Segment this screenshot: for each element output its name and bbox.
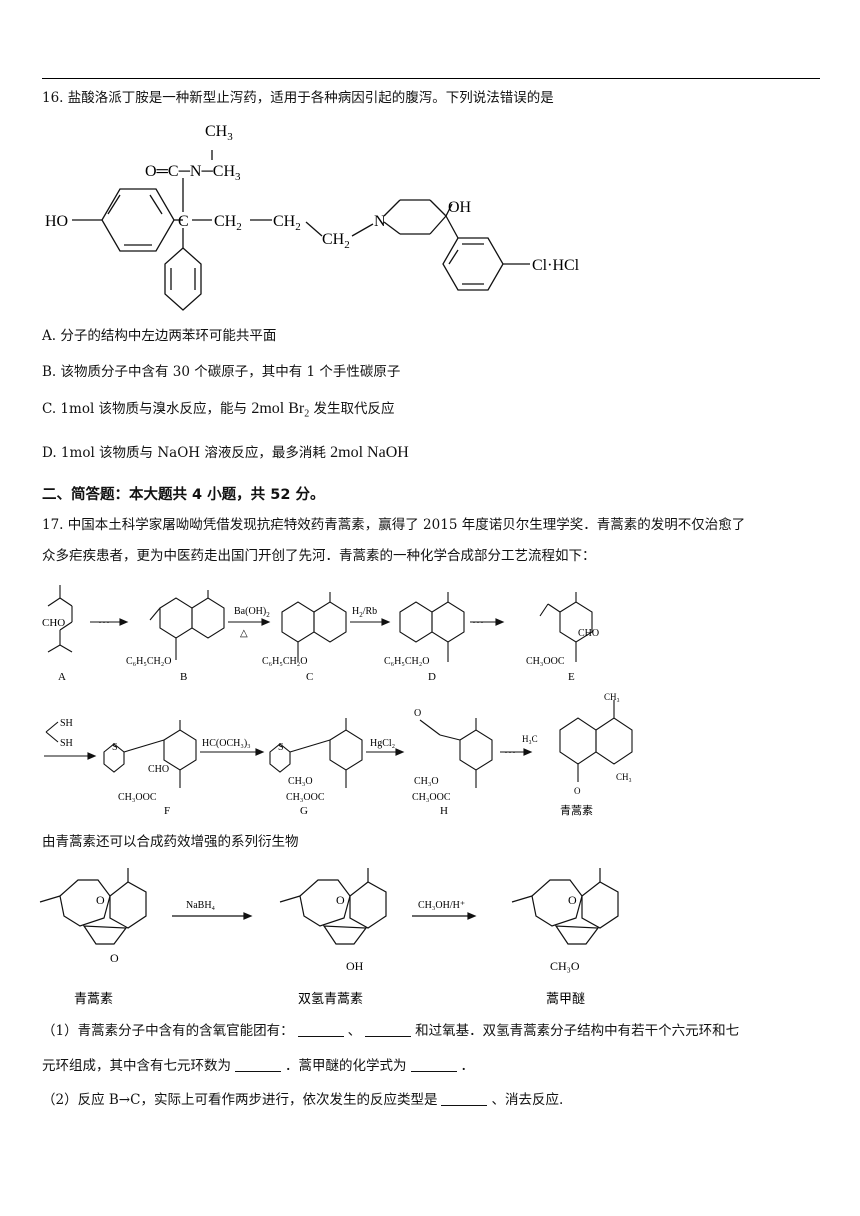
g-ch3o: CH₃O xyxy=(288,776,313,787)
q17-sub1-line2: 元环组成，其中含有七元环数为．蒿甲醚的化学式为． xyxy=(42,1057,474,1074)
answer-blank-3[interactable] xyxy=(235,1057,281,1072)
b-bn-ether: C₆H₅CH₂O xyxy=(126,656,171,667)
f-s-label: S xyxy=(112,742,118,753)
cl-hcl-label: Cl·HCl xyxy=(532,257,580,274)
h-ester: CH₃OOC xyxy=(412,792,451,803)
reagent-nabh4: NaBH₄ xyxy=(186,900,216,911)
label-f: F xyxy=(164,805,170,817)
dha-o: O xyxy=(336,893,345,907)
reagent-fg: HC(OCH₃)₃ xyxy=(202,738,251,749)
dots-de: ··· xyxy=(472,615,484,629)
ch2-a-label: CH2 xyxy=(214,213,242,233)
q17-sub2: （2）反应 B→C，实际上可看作两步进行，依次发生的反应类型是、消去反应. xyxy=(42,1091,564,1108)
dha-oh: OH xyxy=(346,959,364,973)
a-cho-label: CHO xyxy=(42,617,65,629)
reagent-bc: Ba(OH)2 xyxy=(234,606,270,619)
label-c: C xyxy=(306,671,313,683)
label-e: E xyxy=(568,671,575,683)
artemether-o: O xyxy=(568,893,577,907)
d-bn-ether: C₆H₅CH₂O xyxy=(384,656,429,667)
f-cho: CHO xyxy=(148,764,169,775)
oh-label: OH xyxy=(448,199,472,216)
reagent-cd: H2/Rb xyxy=(352,606,377,619)
answer-blank-4[interactable] xyxy=(410,1057,457,1072)
q17-intro-line2: 众多疟疾患者，更为中医药走出国门开创了先河．青蒿素的一种化学合成部分工艺流程如下… xyxy=(42,548,596,564)
ch3-top-label: CH3 xyxy=(205,123,233,143)
section-title: 二、简答题：本大题共 4 小题，共 52 分。 xyxy=(42,487,325,503)
art3-o1: O xyxy=(96,893,105,907)
label-b: B xyxy=(180,671,187,683)
h-ch3o: CH₃O xyxy=(414,776,439,787)
e-ester: CH₃OOC xyxy=(526,656,565,667)
art3-o2: O xyxy=(110,951,119,965)
art-ch3-right: CH₃ xyxy=(616,772,632,782)
sh-bottom: SH xyxy=(60,738,73,749)
reagent-ch3oh: CH₃OH/H⁺ xyxy=(418,900,465,911)
option-d: D. 1mol 该物质与 NaOH 溶液反应，最多消耗 2mol NaOH xyxy=(42,444,409,461)
artemether-och3: CH₃O xyxy=(550,959,580,973)
dots-ab: ··· xyxy=(98,615,110,629)
g-s-label: S xyxy=(278,742,284,753)
ch2-c-label: CH2 xyxy=(322,231,350,251)
synthesis-scheme-2: SH SH S CHO CH₃OOC HC(OCH₃)₃ S CH₃O CH₃O… xyxy=(44,692,633,817)
answer-blank-2[interactable] xyxy=(365,1022,412,1037)
label-artemisinin: 青蒿素 xyxy=(560,804,593,817)
ho-label: HO xyxy=(45,213,68,230)
synthesis-scheme-1: CHO ··· C₆H₅CH₂O Ba(OH)2 △ C₆H₅CH₂O H2/R… xyxy=(42,585,599,683)
label-qinghaosu: 青蒿素 xyxy=(74,991,113,1006)
label-a: A xyxy=(58,671,66,683)
ch2-b-label: CH2 xyxy=(273,213,301,233)
answer-blank-1[interactable] xyxy=(297,1022,344,1037)
label-d: D xyxy=(428,671,436,683)
dots-h: ··· xyxy=(504,745,516,759)
g-ester: CH₃OOC xyxy=(286,792,325,803)
e-cho: CHO xyxy=(578,628,599,639)
header-rule xyxy=(42,78,820,79)
f-ester: CH₃OOC xyxy=(118,792,157,803)
art-o: O xyxy=(574,786,581,796)
label-h: H xyxy=(440,805,448,817)
label-g: G xyxy=(300,805,308,817)
q16-stem: 16. 盐酸洛派丁胺是一种新型止泻药，适用于各种病因引起的腹泻。下列说法错误的是 xyxy=(42,90,554,106)
q17-sub1-line1: （1）青蒿素分子中含有的含氧官能团有：、和过氧基．双氢青蒿素分子结构中有若干个六… xyxy=(42,1022,740,1039)
reagent-bc-heat: △ xyxy=(240,628,248,639)
derivative-intro: 由青蒿素还可以合成药效增强的系列衍生物 xyxy=(42,834,299,850)
h-o-label: O xyxy=(414,708,421,719)
derivative-scheme: O O NaBH₄ O OH CH₃OH/H⁺ O CH₃O 青蒿素 双氢青蒿素… xyxy=(39,868,619,1006)
loperamide-structure: CH3 O═C─N─CH3 HO C CH2 CH2 CH2 N OH Cl·H… xyxy=(45,123,580,311)
q17-intro-line1: 17. 中国本土科学家屠呦呦凭借发现抗疟特效药青蒿素，赢得了 2015 年度诺贝… xyxy=(42,517,746,533)
label-dha: 双氢青蒿素 xyxy=(298,991,363,1006)
label-artemether: 蒿甲醚 xyxy=(546,991,585,1006)
c-bn-ether: C₆H₅CH₂O xyxy=(262,656,307,667)
option-c: C. 1mol 该物质与溴水反应，能与 2mol Br2 发生取代反应 xyxy=(42,400,395,420)
art-ch3-top: CH₃ xyxy=(604,692,620,702)
answer-blank-5[interactable] xyxy=(441,1091,488,1106)
quaternary-c-label: C xyxy=(178,213,189,230)
art-h3c: H₃C xyxy=(522,734,538,744)
n-label: N xyxy=(374,213,386,230)
reagent-gh: HgCl₂ xyxy=(370,738,395,749)
sh-top: SH xyxy=(60,718,73,729)
carbonyl-amide-label: O═C─N─CH3 xyxy=(145,163,241,183)
option-a: A. 分子的结构中左边两苯环可能共平面 xyxy=(42,328,277,344)
option-b: B. 该物质分子中含有 30 个碳原子，其中有 1 个手性碳原子 xyxy=(42,364,401,380)
